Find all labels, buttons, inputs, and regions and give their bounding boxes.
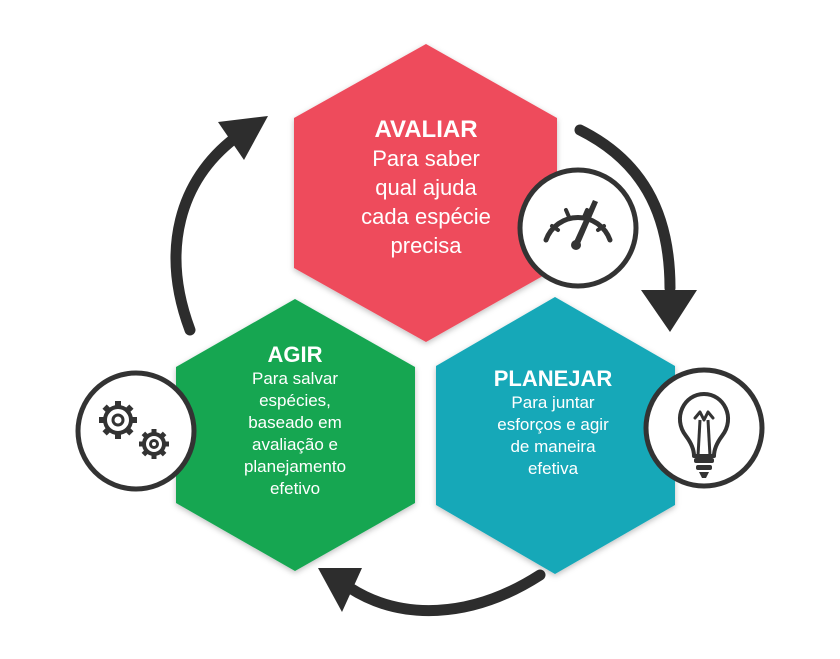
gears-icon [75, 370, 197, 492]
arrowhead-bottom [318, 568, 362, 612]
avaliar-line-4: precisa [390, 233, 462, 258]
agir-line-4: avaliação e [251, 435, 338, 454]
lightbulb-icon [643, 367, 765, 489]
arrowhead-left [218, 116, 268, 160]
agir-line-6: efetivo [269, 479, 321, 498]
avaliar-line-3: cada espécie [361, 204, 491, 229]
planejar-line-4: efetiva [527, 459, 579, 478]
agir-line-2: espécies, [259, 391, 331, 410]
arrowhead-right [641, 290, 697, 332]
agir-line-3: baseado em [248, 413, 342, 432]
gauge-icon [517, 167, 639, 289]
hexagon-planejar [436, 297, 675, 574]
planejar-line-2: esforços e agir [497, 415, 609, 434]
planejar-line-3: de maneira [510, 437, 596, 456]
planejar-text-block: PLANEJAR Para juntar esforços e agir de … [446, 366, 660, 480]
agir-text-block: AGIR Para salvar espécies, baseado em av… [196, 342, 394, 500]
avaliar-line-2: qual ajuda [375, 175, 477, 200]
agir-line-1: Para salvar [252, 369, 338, 388]
hexagon-avaliar [294, 44, 557, 342]
planejar-line-1: Para juntar [511, 393, 595, 412]
planejar-title: PLANEJAR [493, 366, 613, 391]
avaliar-text-block: AVALIAR Para saber qual ajuda cada espéc… [318, 116, 534, 260]
agir-title: AGIR [267, 342, 323, 367]
avaliar-title: AVALIAR [374, 116, 478, 143]
cycle-arrow-bottom [344, 569, 546, 617]
cycle-arrow-right [574, 124, 676, 294]
hexagon-agir [176, 299, 415, 571]
agir-line-5: planejamento [243, 457, 347, 476]
avaliar-line-1: Para saber [372, 146, 480, 171]
cycle-arrow-left [170, 132, 241, 336]
